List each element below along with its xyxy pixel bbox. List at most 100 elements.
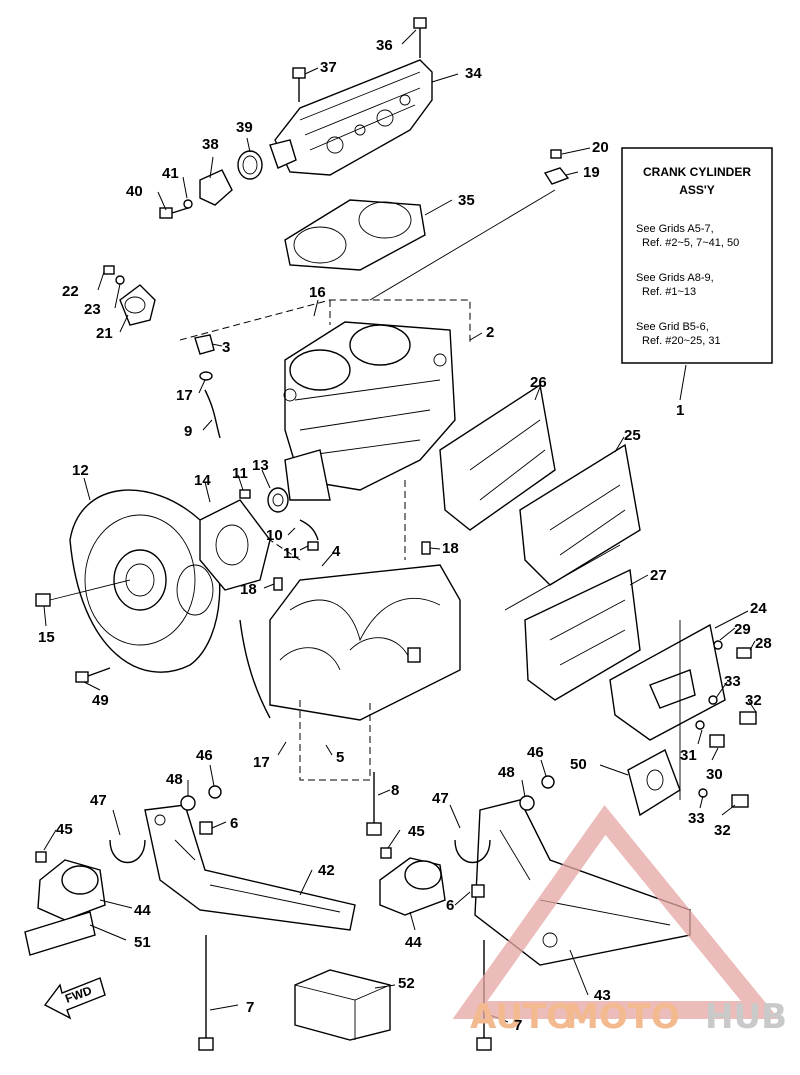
callout-26: 26	[530, 374, 547, 391]
note-line: See Grids A5-7,	[636, 223, 714, 235]
callout-7b: 7	[514, 1017, 522, 1034]
exhaust-manifold-24-part	[609, 623, 726, 741]
callout-52: 52	[398, 975, 415, 992]
callout-49: 49	[92, 692, 109, 709]
callout-16: 16	[309, 284, 326, 301]
note-pointer-label: 1	[676, 402, 684, 419]
plate-51-part	[24, 911, 96, 956]
bolt-49-part	[75, 667, 111, 683]
note-line: Ref. #2~5, 7~41, 50	[642, 237, 739, 249]
callout-5: 5	[336, 749, 344, 766]
callout-11b: 11	[283, 545, 299, 562]
callout-35: 35	[458, 192, 475, 209]
callout-18: 18	[442, 540, 459, 557]
callout-48: 48	[166, 771, 183, 788]
thermostat-cover-part	[159, 150, 263, 219]
note-line: See Grids A8-9,	[636, 272, 714, 284]
callout-14: 14	[194, 472, 211, 489]
hose-9-part	[194, 334, 221, 439]
callout-37: 37	[320, 59, 337, 76]
callout-41: 41	[162, 165, 179, 182]
note-line: Ref. #1~13	[642, 286, 696, 298]
bolts-28-32-part	[695, 640, 757, 808]
callout-3: 3	[222, 339, 230, 356]
callout-50: 50	[570, 756, 587, 773]
rubber-mount-44-right-part	[379, 857, 446, 916]
callout-17: 17	[176, 387, 193, 404]
callout-20: 20	[592, 139, 609, 156]
callout-32: 32	[745, 692, 762, 709]
fitting-19-20-part	[369, 149, 570, 301]
callout-30: 30	[706, 766, 723, 783]
cylinder-block-part	[283, 321, 456, 501]
callout-38: 38	[202, 136, 219, 153]
callout-45: 45	[56, 821, 73, 838]
callout-19: 19	[583, 164, 600, 181]
callout-48b: 48	[498, 764, 515, 781]
cover-14-part	[199, 499, 271, 591]
callout-25: 25	[624, 427, 641, 444]
exhaust-gasket-25-part	[519, 443, 641, 586]
callout-24: 24	[750, 600, 767, 617]
watermark-moto: MOTO	[565, 997, 680, 1037]
callout-31: 31	[680, 747, 697, 764]
callout-4: 4	[332, 543, 341, 560]
callout-22: 22	[62, 283, 79, 300]
callout-6b: 6	[446, 897, 454, 914]
note-title-line2: ASS'Y	[679, 183, 715, 197]
callout-43: 43	[594, 987, 611, 1004]
callout-47b: 47	[432, 790, 449, 807]
fwd-arrow: FWD	[43, 977, 106, 1020]
watermark: AUTO MOTO HUB	[452, 805, 787, 1037]
washers-46-48-6-parts	[35, 775, 555, 898]
callout-44: 44	[134, 902, 151, 919]
callout-17b: 17	[253, 754, 270, 771]
spring-47-parts	[109, 839, 491, 864]
callout-10: 10	[266, 527, 283, 544]
long-bolts-7-8-parts	[198, 772, 492, 1051]
callout-7: 7	[246, 999, 254, 1016]
callout-28: 28	[755, 635, 772, 652]
callout-9: 9	[184, 423, 192, 440]
crankcase-part	[269, 564, 461, 721]
callout-12: 12	[72, 462, 89, 479]
bolt-15-part	[35, 593, 51, 607]
exhaust-cover-26-part	[439, 383, 556, 531]
callout-8: 8	[391, 782, 399, 799]
callout-47: 47	[90, 792, 107, 809]
callout-2: 2	[486, 324, 494, 341]
callout-46b: 46	[527, 744, 544, 761]
callout-29: 29	[734, 621, 751, 638]
callout-42: 42	[318, 862, 335, 879]
callout-13: 13	[252, 457, 269, 474]
callout-27: 27	[650, 567, 667, 584]
cylinder-head-part	[269, 59, 433, 176]
callout-32b: 32	[714, 822, 731, 839]
callout-40: 40	[126, 183, 143, 200]
callout-6: 6	[230, 815, 238, 832]
watermark-auto: AUTO	[470, 997, 575, 1037]
callout-labels: 36 37 34 38 39 20 19 40 41 35 22 23 21 1…	[38, 37, 772, 1034]
callout-33: 33	[724, 673, 741, 690]
callout-11: 11	[232, 465, 248, 482]
cover-21-part	[103, 265, 156, 326]
callout-34: 34	[465, 65, 482, 82]
callout-18b: 18	[240, 581, 257, 598]
note-line: See Grid B5-6,	[636, 321, 709, 333]
note-box: CRANK CYLINDER ASS'Y See Grids A5-7, Ref…	[621, 147, 773, 419]
bolt-37-part	[292, 67, 306, 102]
callout-15: 15	[38, 629, 55, 646]
mount-bracket-42-part	[144, 804, 356, 931]
block-52-part	[294, 969, 391, 1041]
callout-21: 21	[96, 325, 113, 342]
callout-36: 36	[376, 37, 393, 54]
head-gasket-part	[284, 199, 426, 271]
note-line: Ref. #20~25, 31	[642, 335, 721, 347]
exhaust-cover-27-part	[524, 568, 641, 701]
rubber-mount-44-left-part	[37, 859, 106, 921]
bracket-50-part	[627, 749, 681, 817]
watermark-hub: HUB	[705, 997, 787, 1037]
callout-51: 51	[134, 934, 151, 951]
callout-39: 39	[236, 119, 253, 136]
